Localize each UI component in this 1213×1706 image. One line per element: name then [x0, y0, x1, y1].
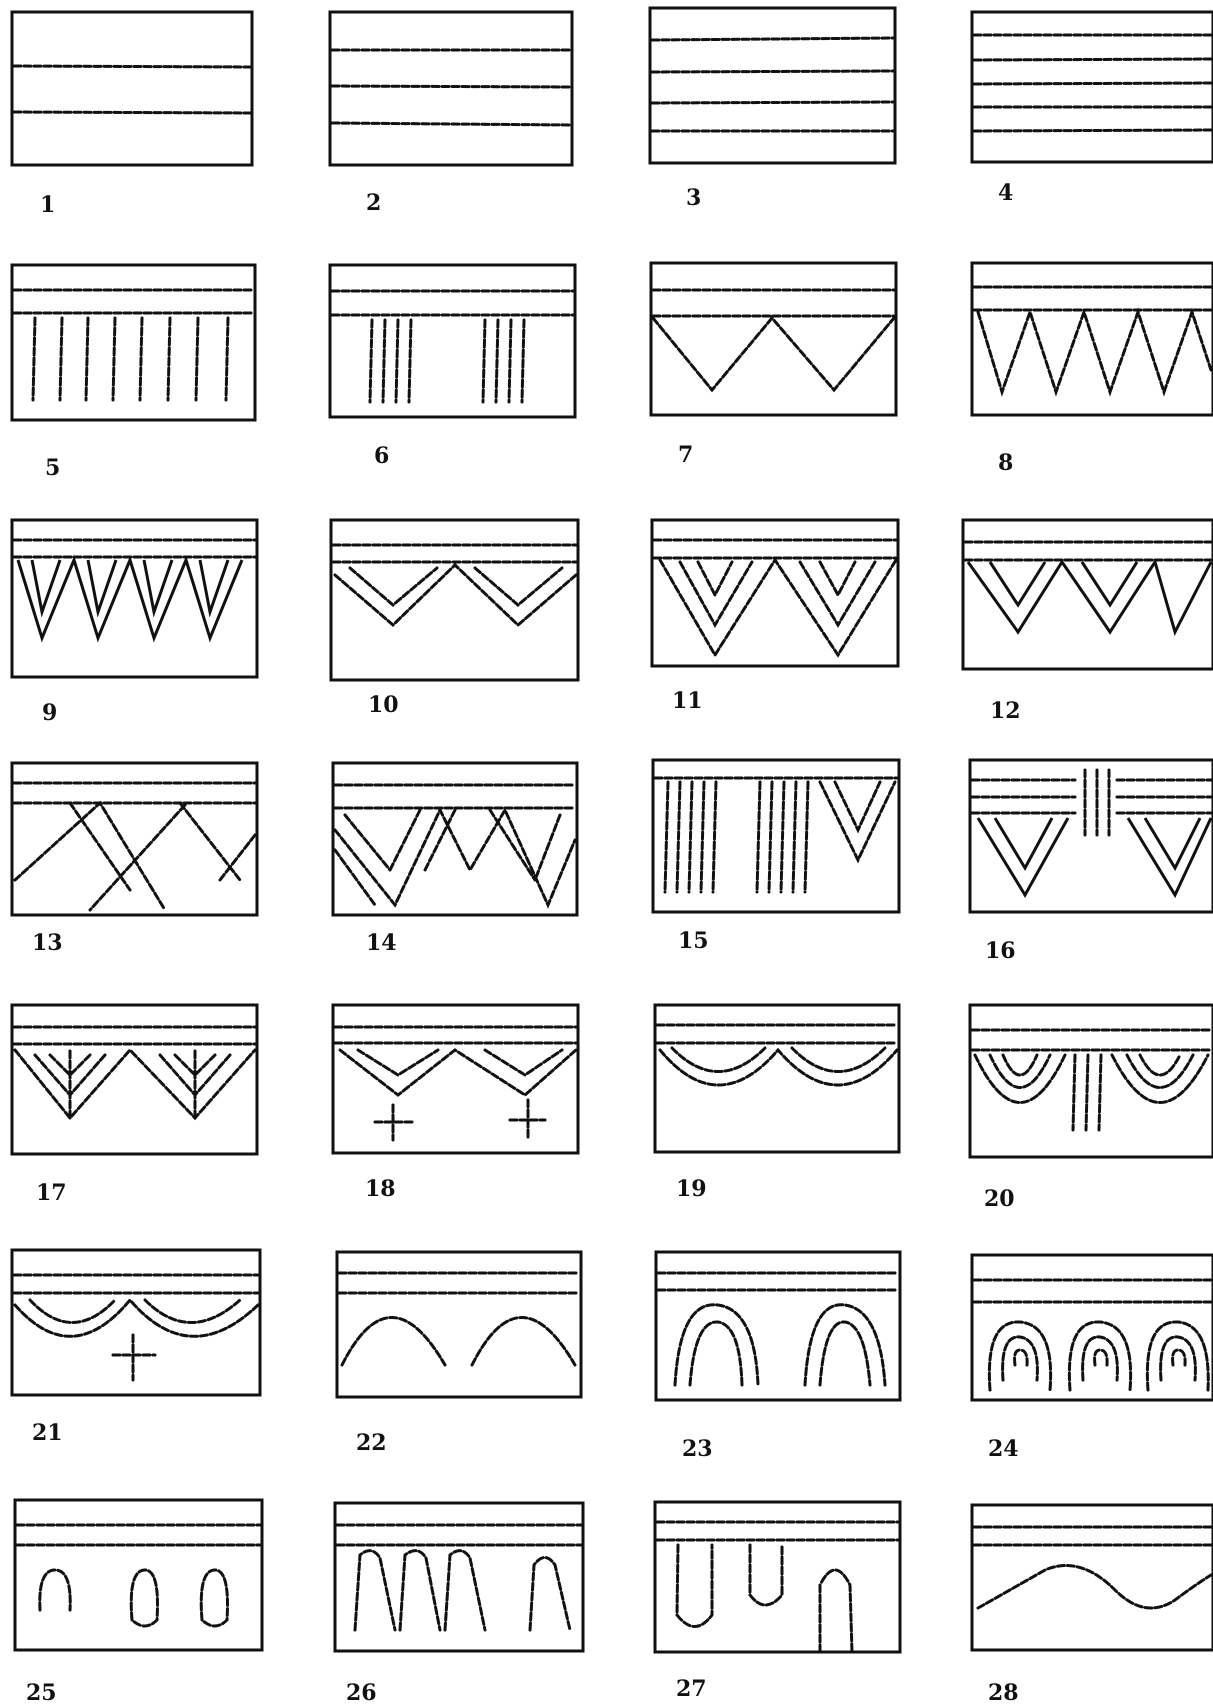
figure-14: 14: [333, 763, 577, 956]
figure-9-label: 9: [42, 700, 57, 726]
figure-27: 27: [655, 1502, 900, 1702]
figure-10-label: 10: [368, 692, 399, 718]
figure-7: 7: [651, 263, 896, 468]
figure-8: 8: [972, 263, 1213, 476]
figure-17-label: 17: [36, 1180, 67, 1206]
figure-20-label: 20: [984, 1186, 1015, 1212]
figure-21: 21: [12, 1250, 260, 1446]
figure-12-label: 12: [990, 698, 1021, 724]
figure-14-label: 14: [366, 930, 397, 956]
figure-18: 18: [333, 1005, 578, 1202]
figure-5: 5: [12, 265, 255, 481]
figure-3-label: 3: [686, 185, 701, 211]
figure-1: 1: [12, 12, 252, 218]
figure-19-label: 19: [676, 1176, 707, 1202]
figure-15: 15: [653, 760, 899, 954]
figure-13: 13: [12, 763, 257, 956]
figure-23-label: 23: [682, 1436, 713, 1462]
figure-24: 24: [972, 1255, 1213, 1462]
figure-4: 4: [972, 12, 1213, 206]
figure-7-label: 7: [678, 442, 693, 468]
figure-6: 6: [330, 265, 575, 469]
figure-22-label: 22: [356, 1430, 387, 1456]
figure-20: 20: [970, 1005, 1213, 1212]
figure-15-label: 15: [678, 928, 709, 954]
figure-11-label: 11: [672, 688, 703, 714]
figure-17: 17: [12, 1005, 257, 1206]
figure-13-label: 13: [32, 930, 63, 956]
figure-11: 11: [652, 520, 898, 714]
figure-24-label: 24: [988, 1436, 1019, 1462]
figure-25: 25: [15, 1500, 262, 1706]
figure-6-label: 6: [374, 443, 389, 469]
figure-27-label: 27: [676, 1676, 707, 1702]
figure-25-label: 25: [26, 1680, 57, 1706]
figure-28-label: 28: [988, 1680, 1019, 1706]
figure-1-label: 1: [40, 192, 55, 218]
figure-22: 22: [337, 1252, 581, 1456]
figure-12: 12: [963, 520, 1213, 724]
figure-2: 2: [330, 12, 572, 216]
figure-10: 10: [331, 520, 578, 718]
figure-28: 28: [972, 1505, 1213, 1706]
figure-23: 23: [656, 1252, 900, 1462]
figure-4-label: 4: [998, 180, 1013, 206]
figure-18-label: 18: [365, 1176, 396, 1202]
figure-8-label: 8: [998, 450, 1013, 476]
figure-19: 19: [655, 1005, 899, 1202]
figure-3: 3: [650, 8, 895, 211]
figure-16: 16: [970, 760, 1213, 964]
figure-26-label: 26: [346, 1680, 377, 1706]
figure-16-label: 16: [985, 938, 1016, 964]
figure-2-label: 2: [366, 190, 381, 216]
figure-26: 26: [335, 1503, 583, 1706]
figure-21-label: 21: [32, 1420, 63, 1446]
figure-9: 9: [12, 520, 257, 726]
figure-5-label: 5: [45, 455, 60, 481]
